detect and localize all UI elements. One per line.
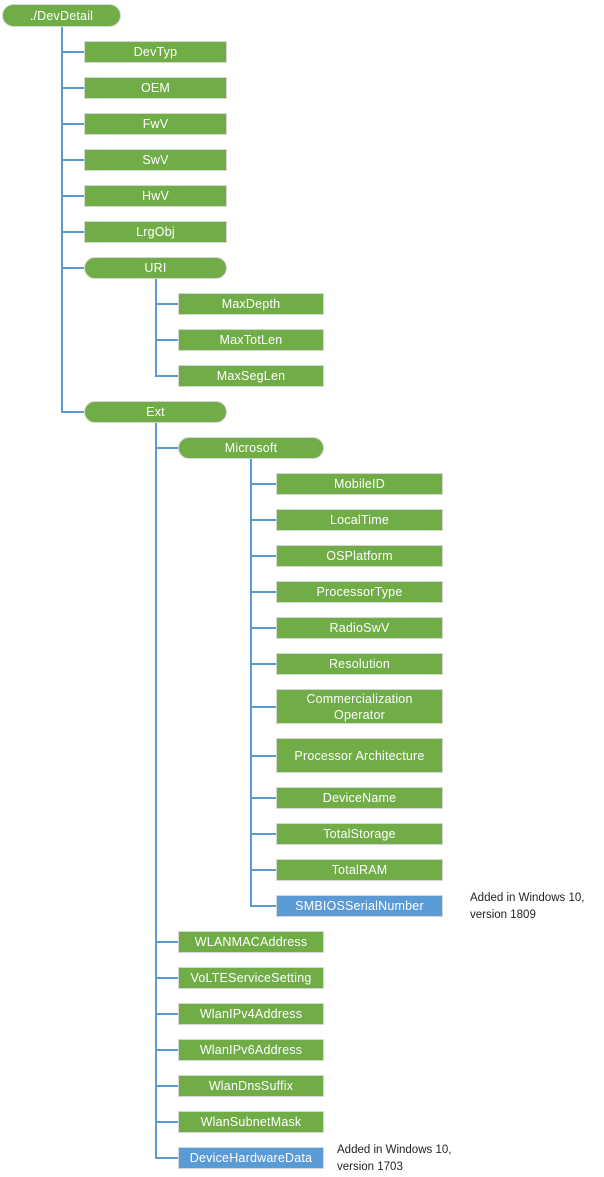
node-oem: OEM (84, 77, 227, 99)
node-swv: SwV (84, 149, 227, 171)
node-wlansubnetmask: WlanSubnetMask (178, 1111, 324, 1133)
connector-line (250, 755, 277, 757)
node-devicehardwaredata: DeviceHardwareData (178, 1147, 324, 1169)
node-maxseglen: MaxSegLen (178, 365, 324, 387)
connector-line (250, 459, 252, 907)
connector-line (155, 941, 179, 943)
node-totalstorage: TotalStorage (276, 823, 443, 845)
node-localtime: LocalTime (276, 509, 443, 531)
node-resolution: Resolution (276, 653, 443, 675)
connector-line (61, 195, 85, 197)
connector-line (250, 591, 277, 593)
node-devdetail: ./DevDetail (2, 4, 121, 27)
connector-line (155, 279, 157, 377)
node-commercialization-operator: Commercialization Operator (276, 689, 443, 724)
connector-line (155, 1157, 179, 1159)
connector-line (250, 905, 277, 907)
connector-line (250, 833, 277, 835)
connector-line (61, 51, 85, 53)
node-fwv: FwV (84, 113, 227, 135)
connector-line (155, 1013, 179, 1015)
node-wlanipv6address: WlanIPv6Address (178, 1039, 324, 1061)
node-totalram: TotalRAM (276, 859, 443, 881)
node-radioswv: RadioSwV (276, 617, 443, 639)
connector-line (155, 1049, 179, 1051)
node-devicename: DeviceName (276, 787, 443, 809)
connector-line (155, 447, 179, 449)
node-ext: Ext (84, 401, 227, 423)
node-processor-architecture: Processor Architecture (276, 738, 443, 773)
node-uri: URI (84, 257, 227, 279)
connector-line (250, 519, 277, 521)
connector-line (61, 231, 85, 233)
node-lrgobj: LrgObj (84, 221, 227, 243)
node-volteservicesetting: VoLTEServiceSetting (178, 967, 324, 989)
node-devtyp: DevTyp (84, 41, 227, 63)
node-maxdepth: MaxDepth (178, 293, 324, 315)
connector-line (155, 339, 179, 341)
node-hwv: HwV (84, 185, 227, 207)
connector-line (155, 977, 179, 979)
connector-line (61, 27, 63, 413)
node-mobileid: MobileID (276, 473, 443, 495)
connector-line (61, 411, 85, 413)
node-wlandnssuffix: WlanDnsSuffix (178, 1075, 324, 1097)
node-smbiosserialnumber: SMBIOSSerialNumber (276, 895, 443, 917)
connector-line (155, 303, 179, 305)
connector-line (61, 87, 85, 89)
connector-line (61, 159, 85, 161)
node-wlanipv4address: WlanIPv4Address (178, 1003, 324, 1025)
connector-line (250, 797, 277, 799)
node-microsoft: Microsoft (178, 437, 324, 459)
connector-line (155, 1121, 179, 1123)
connector-line (250, 483, 277, 485)
connector-line (250, 627, 277, 629)
connector-line (250, 555, 277, 557)
node-maxtotlen: MaxTotLen (178, 329, 324, 351)
version-note-smbiosserialnumber: Added in Windows 10, version 1809 (470, 892, 585, 921)
connector-line (155, 1085, 179, 1087)
connector-line (155, 423, 157, 1159)
connector-line (250, 706, 277, 708)
node-wlanmacaddress: WLANMACAddress (178, 931, 324, 953)
connector-line (61, 123, 85, 125)
connector-line (61, 267, 85, 269)
connector-line (250, 663, 277, 665)
version-note-devicehardwaredata: Added in Windows 10, version 1703 (337, 1144, 452, 1173)
connector-line (155, 375, 179, 377)
node-osplatform: OSPlatform (276, 545, 443, 567)
connector-line (250, 869, 277, 871)
node-processortype: ProcessorType (276, 581, 443, 603)
